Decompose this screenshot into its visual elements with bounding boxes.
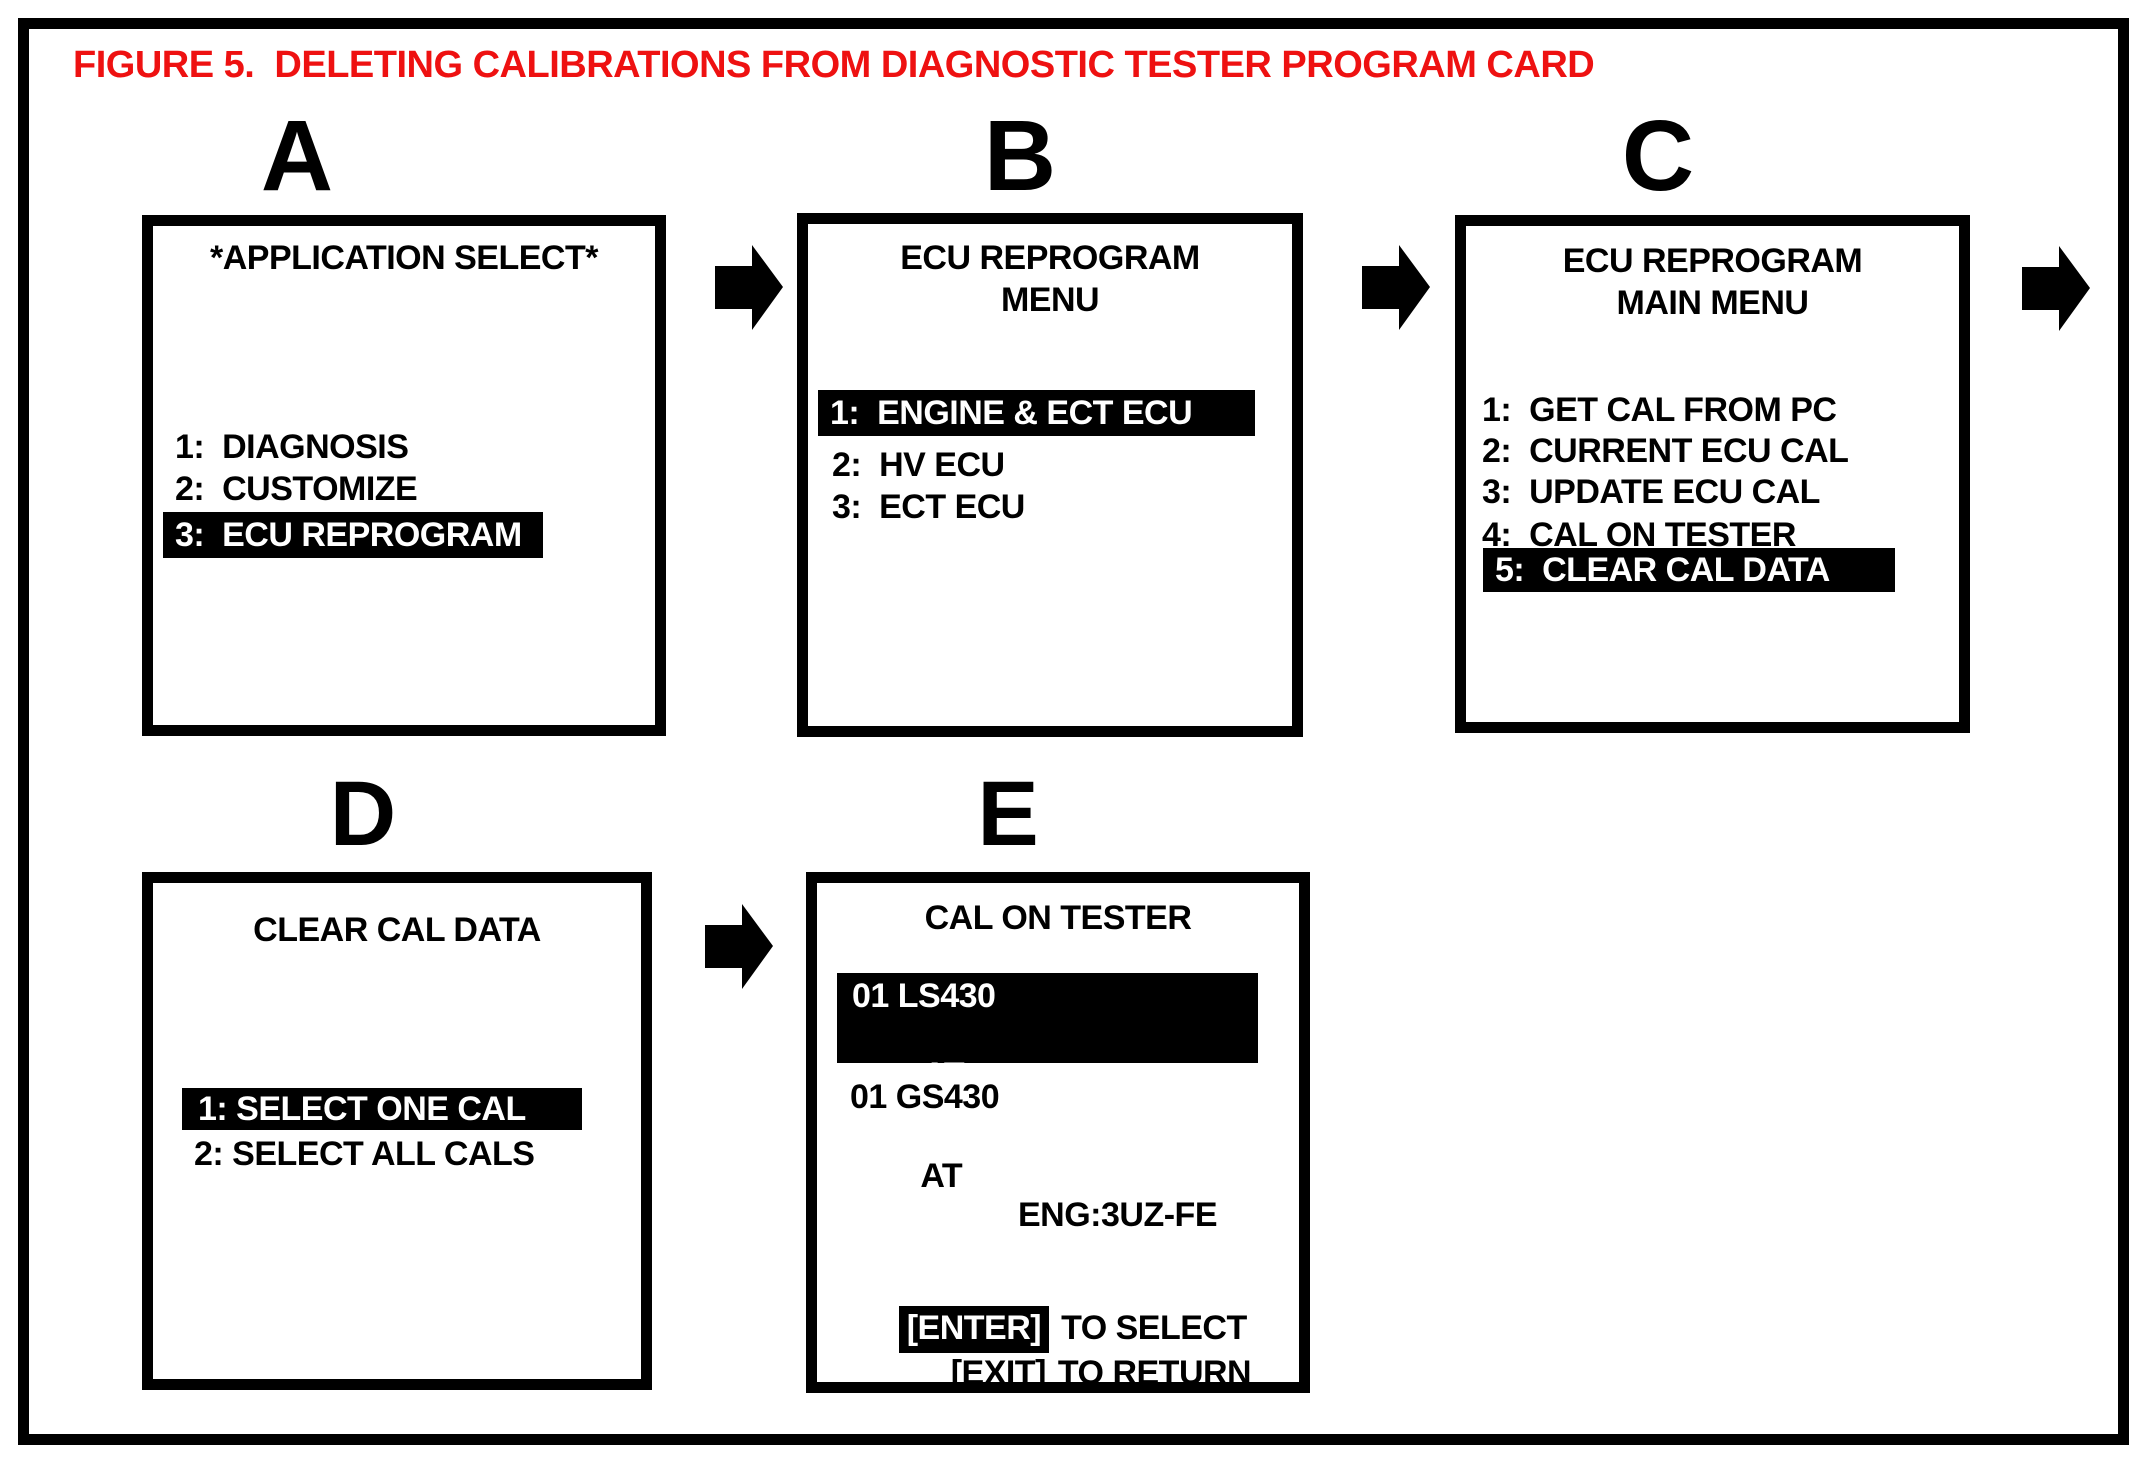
menu-item: 2: CURRENT ECU CAL [1482,432,1849,470]
menu-item: 1: GET CAL FROM PC [1482,391,1837,429]
step-label-b: B [983,100,1057,212]
menu-item: 1: DIAGNOSIS [175,428,409,466]
exit-hint: [EXIT] TO RETURN [897,1315,1252,1432]
flow-arrow-icon [715,245,783,330]
cal-transmission: AT [922,1056,965,1094]
tester-screen-e: CAL ON TESTER 01 LS430 AT ENG:3UZ-FE 01 … [806,872,1310,1393]
step-label-a: A [260,100,334,212]
cal-engine: ENG:3UZ-FE [1018,1196,1218,1234]
flow-arrow-icon [2022,246,2090,331]
tester-screen-c: ECU REPROGRAM MAIN MENU 1: GET CAL FROM … [1455,215,1970,733]
step-label-e: E [977,763,1039,865]
figure-border [18,18,2129,1445]
cal-engine: ENG:3UZ-FE [1018,1095,1218,1133]
menu-item-highlighted: 5: CLEAR CAL DATA [1483,548,1895,592]
screen-c-title-line1: ECU REPROGRAM [1562,242,1863,280]
screen-b-title-line2: MENU [1000,281,1100,319]
tester-screen-b: ECU REPROGRAM MENU 1: ENGINE & ECT ECU 2… [797,213,1303,737]
screen-c-title-line2: MAIN MENU [1616,284,1809,322]
cal-model: 01 GS430 [850,1078,1000,1116]
menu-item-highlighted: 1: SELECT ONE CAL [182,1088,582,1130]
cal-model: 01 LS430 [852,977,996,1015]
menu-item: 2: CUSTOMIZE [175,470,418,508]
screen-b-title-line1: ECU REPROGRAM [900,239,1200,277]
tester-screen-d: CLEAR CAL DATA 1: SELECT ONE CAL 2: SELE… [142,872,652,1390]
menu-item-highlighted: 3: ECU REPROGRAM [163,512,543,558]
flow-arrow-icon [1362,245,1430,330]
menu-item: 3: ECT ECU [832,488,1025,526]
cal-entry: 01 GS430 AT ENG:3UZ-FE [850,1078,1271,1234]
screen-d-title: CLEAR CAL DATA [253,911,541,949]
menu-item: 4: CAL ON TESTER [1482,516,1796,554]
step-label-d: D [329,763,397,865]
exit-key-label: [EXIT] [950,1354,1047,1392]
exit-hint-text: TO RETURN [1057,1354,1252,1392]
menu-item: 3: UPDATE ECU CAL [1482,473,1820,511]
flow-arrow-icon [705,904,773,989]
cal-entry-selected: 01 LS430 AT ENG:3UZ-FE [837,973,1258,1133]
enter-hint: [ENTER] TO SELECT [845,1270,1247,1387]
tester-screen-a: *APPLICATION SELECT* 1: DIAGNOSIS 2: CUS… [142,215,666,736]
menu-item: 2: SELECT ALL CALS [194,1135,535,1173]
step-label-c: C [1621,100,1695,212]
screen-a-title: *APPLICATION SELECT* [210,239,598,277]
enter-key-label: [ENTER] [898,1306,1050,1353]
menu-item-highlighted: 1: ENGINE & ECT ECU [818,390,1255,436]
cal-transmission: AT [920,1157,963,1195]
figure-title: FIGURE 5. DELETING CALIBRATIONS FROM DIA… [73,44,1595,86]
screen-e-title: CAL ON TESTER [924,899,1192,937]
menu-item: 2: HV ECU [832,446,1005,484]
enter-hint-text: TO SELECT [1061,1309,1247,1347]
